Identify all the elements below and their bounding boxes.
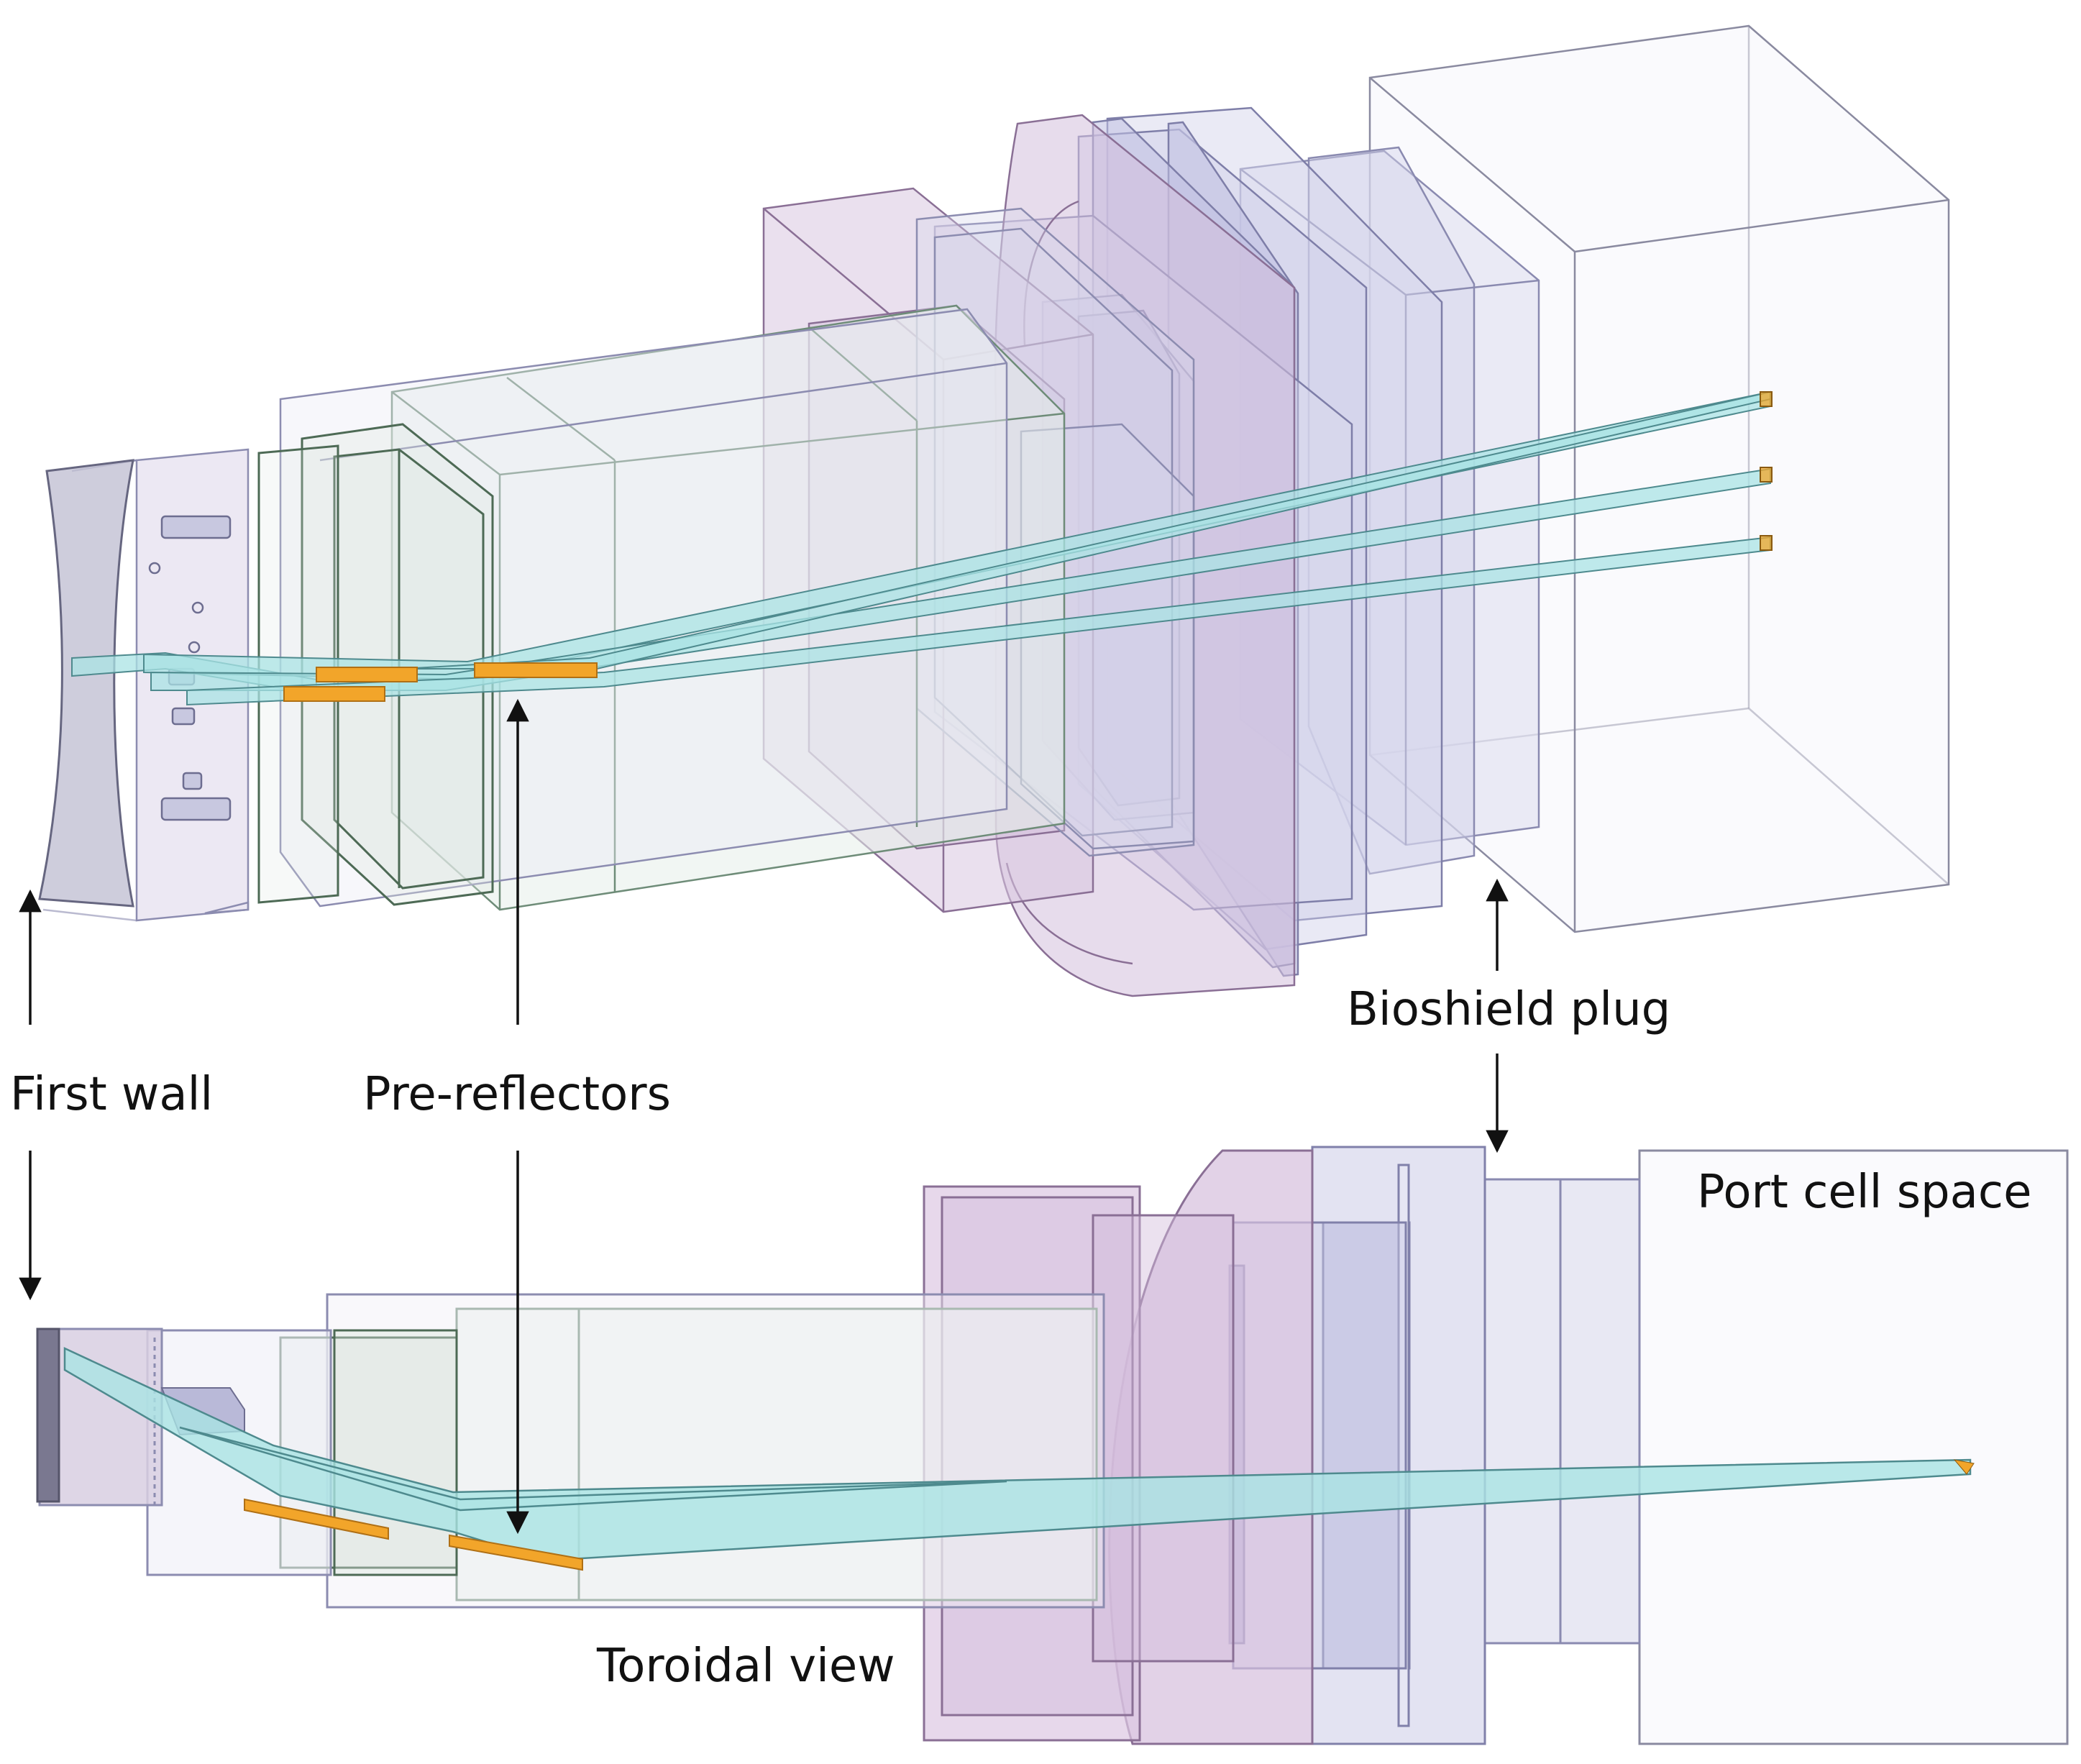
- bioshield-plug-label: Bioshield plug: [1347, 983, 1671, 1036]
- toroidal-view-label: Toroidal view: [597, 1640, 895, 1693]
- bioshield-section: [1483, 1178, 1641, 1645]
- port-cell-rect: [1638, 1149, 2069, 1745]
- pre-reflector-mirrors-bottom: [244, 1498, 583, 1571]
- beam-tip: [1953, 1459, 1975, 1475]
- toroidal-view: [36, 1146, 2069, 1745]
- isometric-view: [38, 24, 1950, 997]
- first-wall-label: First wall: [10, 1068, 214, 1121]
- pre-reflectors-label: Pre-reflectors: [363, 1068, 671, 1121]
- toroidal-first-wall: [36, 1327, 60, 1503]
- first-wall-panel: [38, 459, 134, 908]
- toroidal-beam: [63, 1347, 1972, 1562]
- outer-port-tube: [279, 308, 1008, 908]
- pre-reflector-mirrors-top: [283, 662, 598, 702]
- port-cell-space-label: Port cell space: [1697, 1166, 2032, 1219]
- annotation-arrows: [19, 698, 1509, 1535]
